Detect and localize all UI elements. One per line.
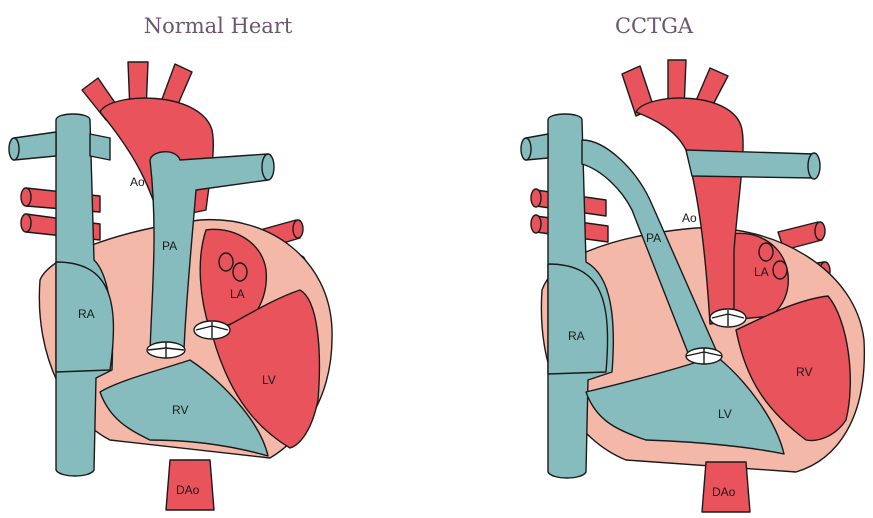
brachiocephalic-vein: [14, 132, 56, 160]
label-ao: Ao: [682, 211, 697, 225]
label-dao: DAo: [176, 483, 200, 497]
label-pa: PA: [646, 231, 661, 245]
label-ra: RA: [78, 307, 95, 321]
normal-heart-diagram: Ao PA RA LA LV RV DAo: [0, 0, 436, 518]
label-dao: DAo: [712, 485, 736, 499]
label-ao: Ao: [130, 175, 145, 189]
cctga-diagram: Ao PA RA LA LV RV DAo: [436, 0, 872, 518]
pulmonary-branch: [686, 150, 814, 178]
label-pa: PA: [162, 239, 177, 253]
normal-heart-panel: Normal Heart: [0, 0, 436, 518]
label-rv: RV: [172, 403, 188, 417]
label-lv: LV: [718, 407, 732, 421]
cctga-panel: CCTGA: [436, 0, 872, 518]
label-ra: RA: [568, 329, 585, 343]
brachiocephalic-vein: [90, 134, 110, 160]
label-lv: LV: [262, 373, 276, 387]
label-la: LA: [754, 265, 769, 279]
label-rv: RV: [796, 365, 812, 379]
label-la: LA: [230, 287, 245, 301]
